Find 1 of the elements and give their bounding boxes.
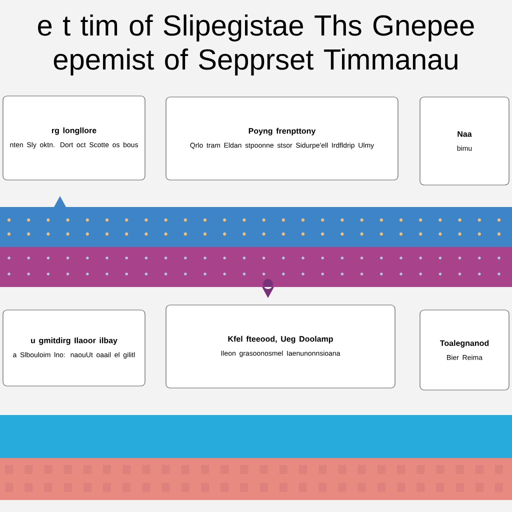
- title: e t tim of Slipegistae Ths Gnepee epemist of Sepprset Timmanau: [38, 14, 474, 76]
